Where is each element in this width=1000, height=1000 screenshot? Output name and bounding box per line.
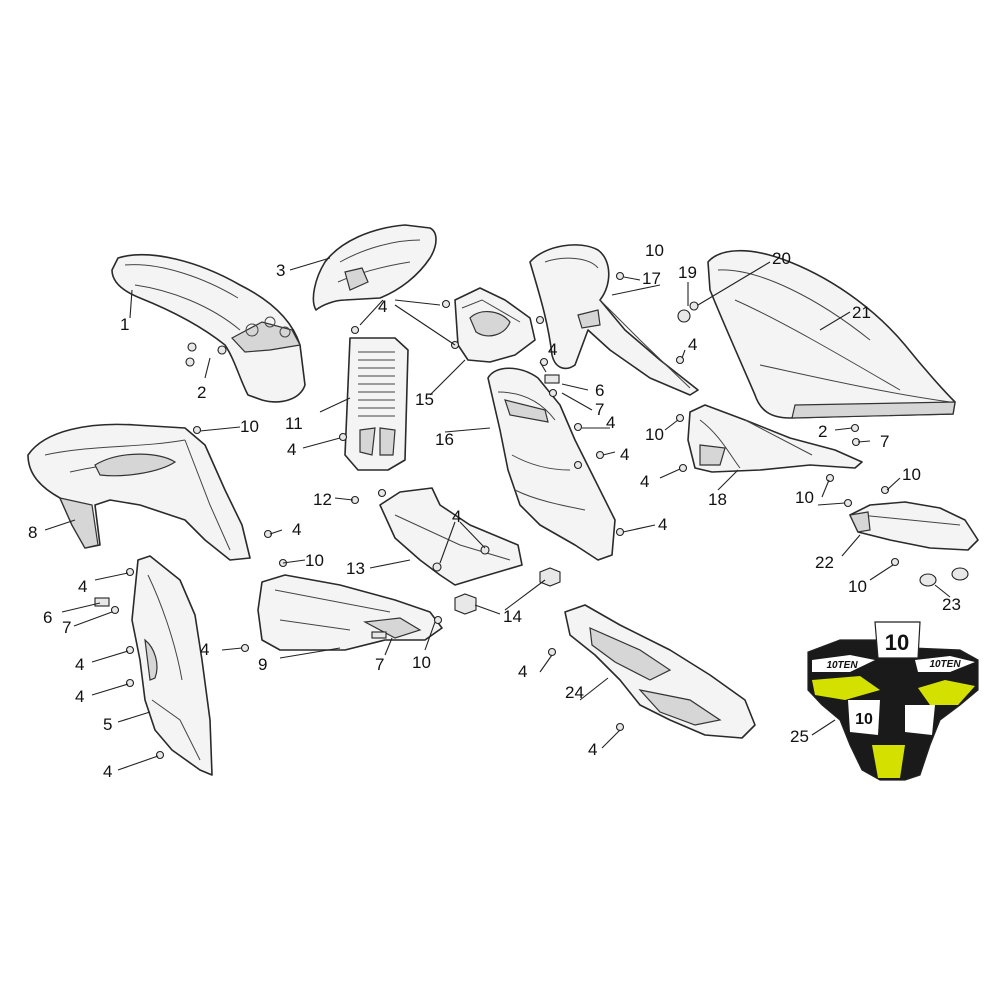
callout-1: 1 <box>120 315 129 334</box>
callout-4n: 4 <box>688 335 697 354</box>
callout-14: 14 <box>503 607 522 626</box>
callout-4d: 4 <box>452 507 461 526</box>
callout-8: 8 <box>28 523 37 542</box>
callout-4c: 4 <box>292 520 301 539</box>
decal-front-number: 10 <box>885 630 909 655</box>
callout-3: 3 <box>276 261 285 280</box>
callout-10g: 10 <box>795 488 814 507</box>
part-headlight-bracket[interactable] <box>454 287 536 363</box>
callout-7d: 7 <box>880 432 889 451</box>
callout-7c: 7 <box>595 400 604 419</box>
callout-4m: 4 <box>658 515 667 534</box>
callout-7b: 7 <box>62 618 71 637</box>
part-chain-guard[interactable] <box>564 604 756 739</box>
callout-20: 20 <box>772 249 791 268</box>
callout-4e: 4 <box>78 577 87 596</box>
callout-11: 11 <box>285 414 303 433</box>
callout-4a: 4 <box>378 297 387 316</box>
part-seat[interactable] <box>707 249 956 419</box>
decal-side-number: 10 <box>855 711 873 728</box>
callout-4i: 4 <box>200 640 209 659</box>
part-front-fender[interactable] <box>111 253 306 403</box>
callout-5: 5 <box>103 715 112 734</box>
leader-lines <box>44 257 951 771</box>
callout-labels: 1 2 3 4 15 11 4 10 8 4 10 12 13 4 14 9 7… <box>28 241 961 781</box>
callout-12: 12 <box>313 490 332 509</box>
callout-4q: 4 <box>588 740 597 759</box>
part-front-number-plate[interactable] <box>312 224 437 311</box>
part-rear-fender[interactable] <box>849 501 979 551</box>
callout-18: 18 <box>708 490 727 509</box>
callout-4h: 4 <box>103 762 112 781</box>
part-lower-shroud[interactable] <box>257 574 443 651</box>
callout-4j: 4 <box>548 340 557 359</box>
callout-4p: 4 <box>518 662 527 681</box>
callout-21: 21 <box>852 303 871 322</box>
decal-brand-right: 10TEN <box>929 659 961 670</box>
part-seat-bolt[interactable] <box>677 301 699 323</box>
part-nut[interactable] <box>454 567 561 615</box>
callout-10c: 10 <box>412 653 431 672</box>
part-side-panel[interactable] <box>487 367 616 561</box>
part-fork-guard[interactable] <box>131 555 213 776</box>
callout-10f: 10 <box>902 465 921 484</box>
callout-7a: 7 <box>375 655 384 674</box>
part-skid-plate[interactable] <box>379 487 523 586</box>
callout-4g: 4 <box>75 687 84 706</box>
callout-9: 9 <box>258 655 267 674</box>
callout-6a: 6 <box>43 608 52 627</box>
part-rear-frame-cover[interactable] <box>687 404 863 473</box>
callout-16: 16 <box>435 430 454 449</box>
callout-23: 23 <box>942 595 961 614</box>
part-airbox-cover[interactable] <box>344 337 409 471</box>
part-radiator-shroud[interactable] <box>27 423 251 561</box>
callout-10b: 10 <box>305 551 324 570</box>
decal-brand-left: 10TEN <box>826 660 858 671</box>
callout-2-front: 2 <box>197 383 206 402</box>
callout-2-rear: 2 <box>818 422 827 441</box>
part-decal-kit[interactable]: 10 10TEN 10TEN 10 <box>807 621 979 781</box>
decal-accent-left <box>812 676 880 700</box>
callout-10h: 10 <box>848 577 867 596</box>
callout-10d: 10 <box>645 241 664 260</box>
callout-25: 25 <box>790 727 809 746</box>
callout-4f: 4 <box>75 655 84 674</box>
callout-6b: 6 <box>595 381 604 400</box>
callout-22: 22 <box>815 553 834 572</box>
callout-10e: 10 <box>645 425 664 444</box>
callout-24: 24 <box>565 683 584 702</box>
callout-15: 15 <box>415 390 434 409</box>
callout-4k: 4 <box>606 413 615 432</box>
decal-accent-right <box>918 680 975 705</box>
callout-4b: 4 <box>287 440 296 459</box>
callout-10a: 10 <box>240 417 259 436</box>
part-rubber-caps[interactable] <box>919 567 969 587</box>
callout-17: 17 <box>642 269 661 288</box>
callout-13: 13 <box>346 559 365 578</box>
callout-4l: 4 <box>620 445 629 464</box>
callout-19: 19 <box>678 263 697 282</box>
part-rear-side-cover-left[interactable] <box>529 244 699 396</box>
callout-4o: 4 <box>640 472 649 491</box>
